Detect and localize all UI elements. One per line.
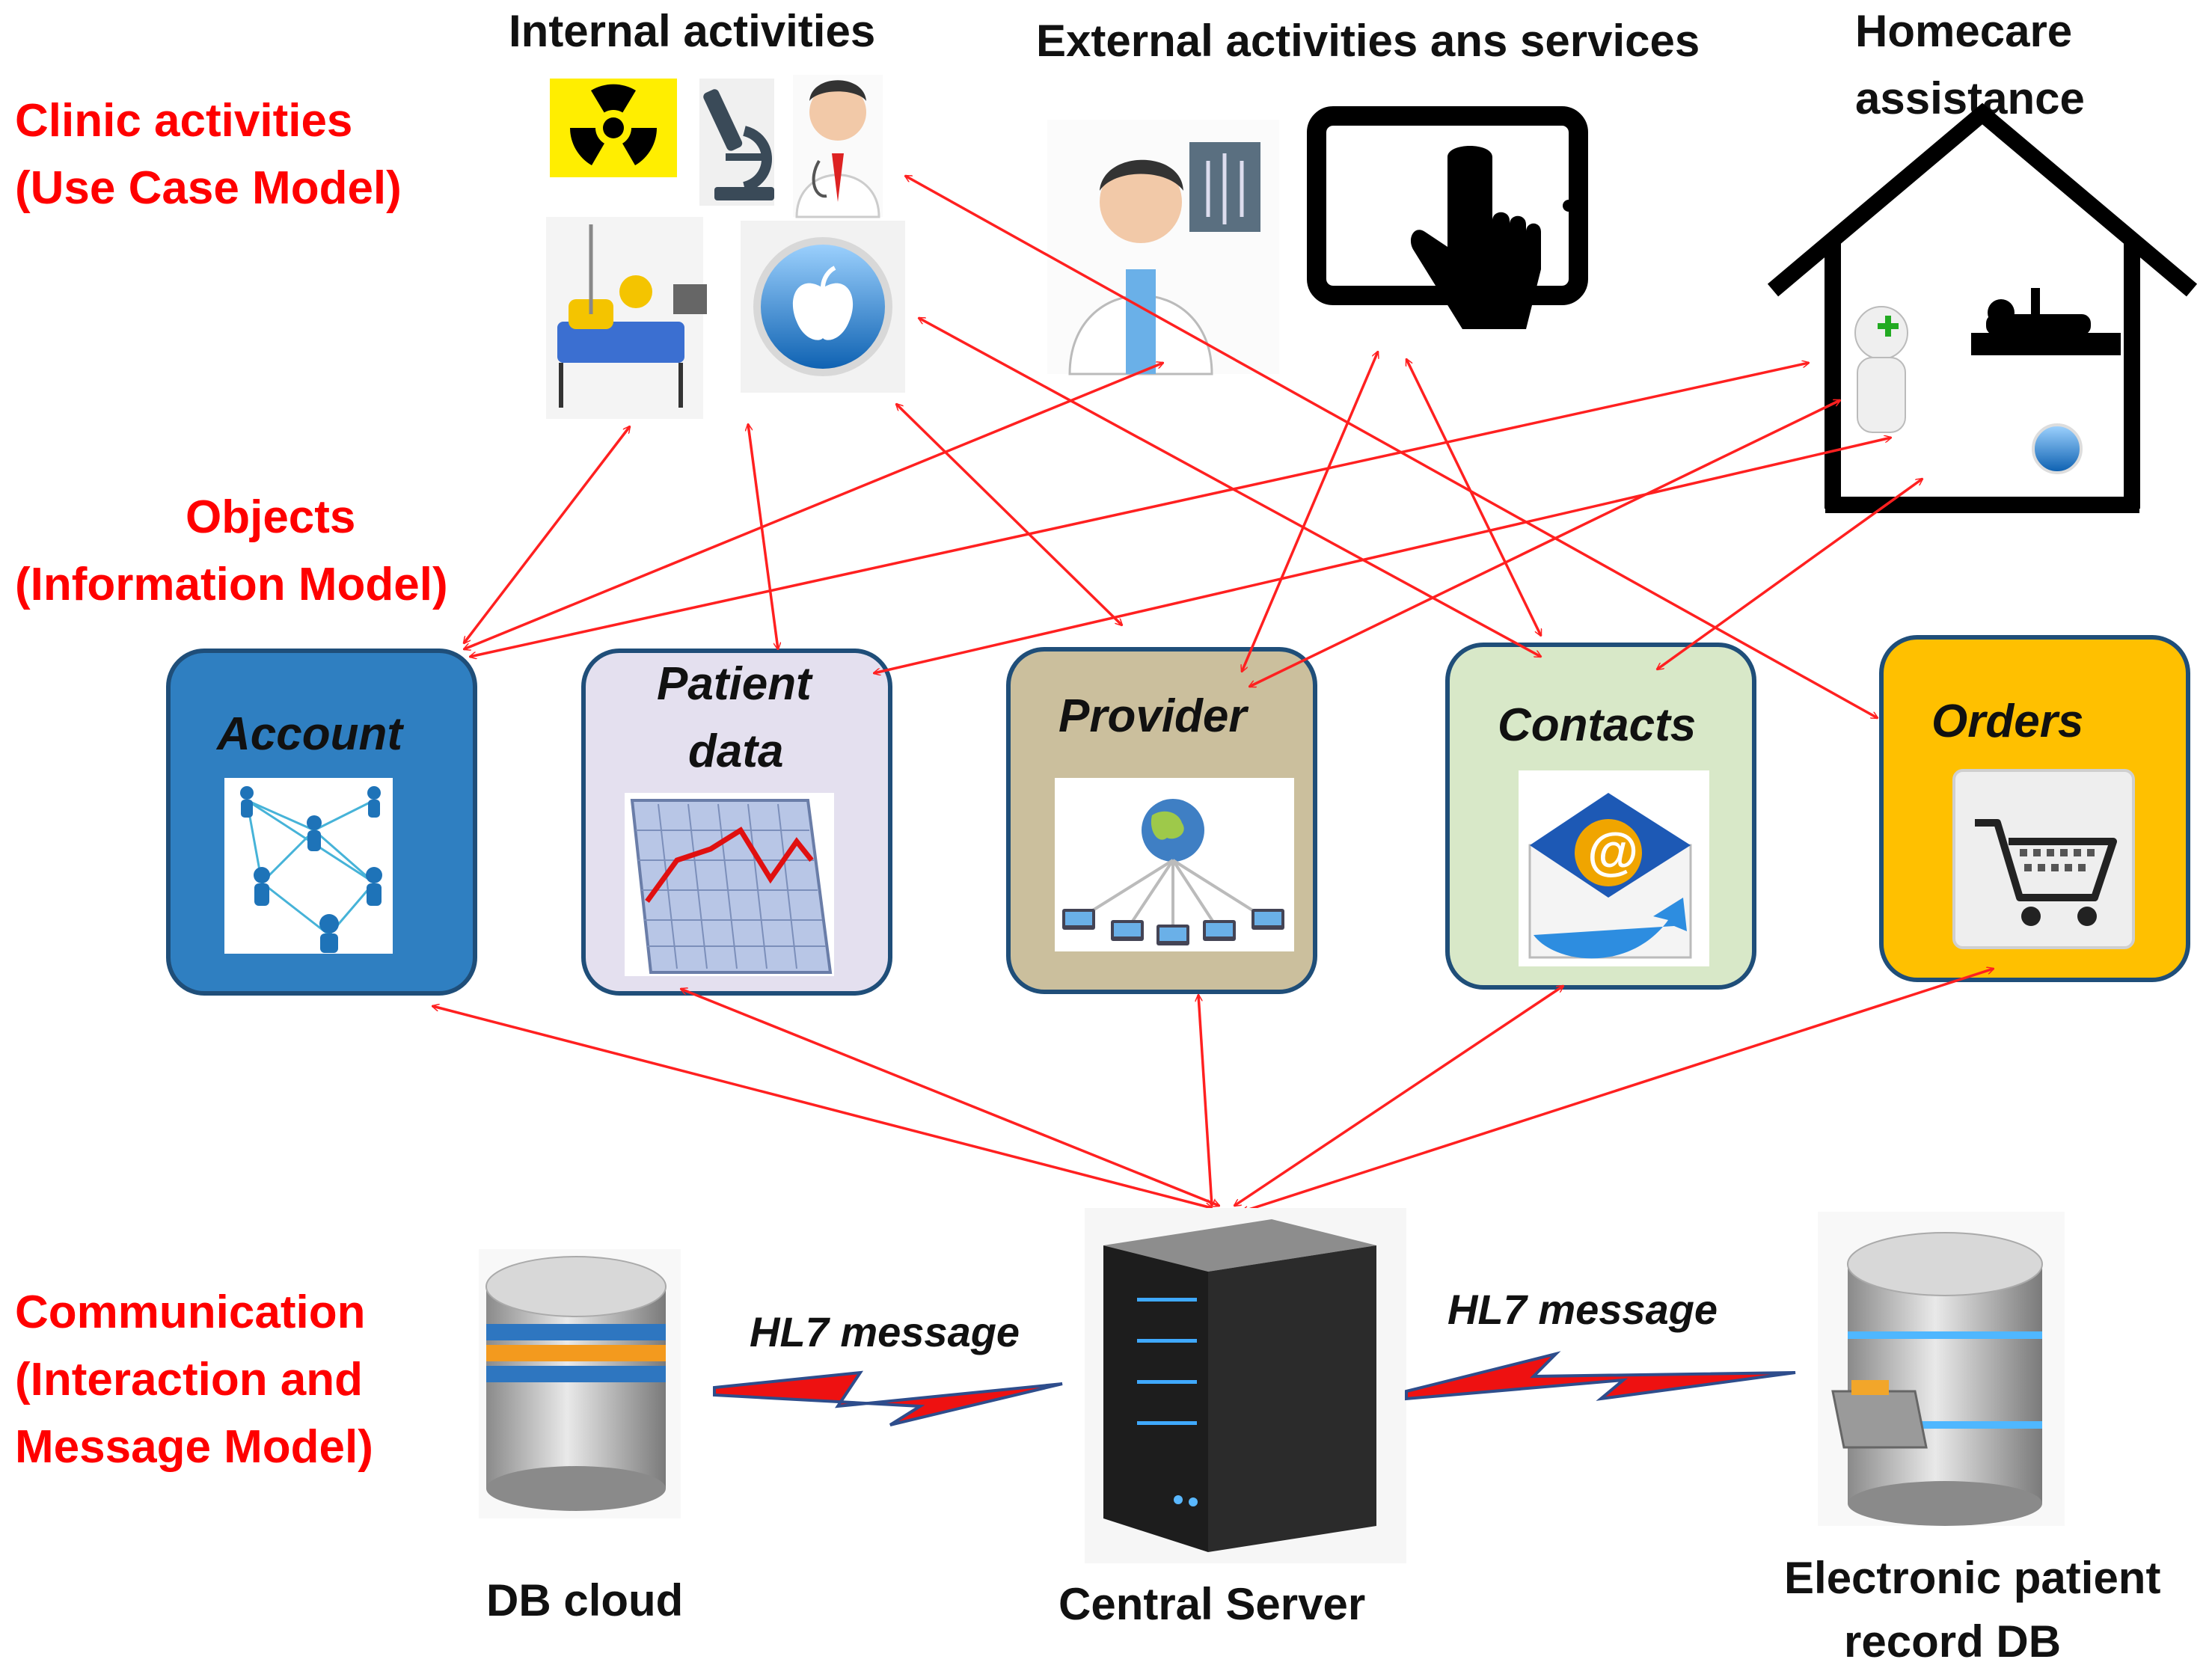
contacts-label: Contacts [1498, 699, 1696, 751]
object-box-contacts[interactable]: Contacts @ [1445, 643, 1756, 990]
object-box-account[interactable]: Account [166, 649, 477, 996]
provider-label: Provider [1058, 690, 1249, 742]
account-label: Account [215, 708, 404, 760]
central-server-icon [1085, 1208, 1406, 1563]
doctor-icon [793, 75, 883, 218]
connector-orb-provider [896, 404, 1122, 625]
network-people-icon [224, 778, 393, 954]
layer-label-communication: Communication (Interaction and Message M… [15, 1287, 373, 1473]
clinic-label-line2: (Use Case Model) [15, 162, 402, 214]
connector-homecare-patientdata [874, 438, 1891, 673]
radiation-icon [550, 79, 677, 177]
communication-label-line2: (Interaction and [15, 1354, 363, 1405]
object-box-provider[interactable]: Provider [1006, 647, 1317, 994]
ehr-label-line2: record DB [1844, 1616, 2061, 1667]
email-at-icon: @ [1519, 770, 1709, 966]
svg-text:@: @ [1587, 822, 1638, 880]
connector-homecare-provider [1249, 399, 1840, 688]
orders-label: Orders [1931, 696, 2083, 747]
communication-label-line3: Message Model) [15, 1421, 373, 1473]
patient-data-label-line2: data [688, 726, 783, 777]
patient-data-label-line1: Patient [657, 658, 813, 710]
hl7-right-bolt-icon [1405, 1351, 1796, 1401]
objects-label-line2: (Information Model) [15, 559, 448, 610]
connector-internal-patientdata [748, 424, 778, 649]
connector-account-server [432, 1006, 1212, 1208]
connector-tablet-provider [1242, 352, 1378, 672]
shopping-cart-icon [1952, 769, 2135, 949]
apple-orb-icon [741, 221, 905, 393]
connector-contacts-server [1234, 986, 1563, 1206]
connector-homecare-contacts [1657, 479, 1923, 669]
connector-orders-server [1242, 969, 1994, 1212]
hospital-bed-icon [546, 217, 707, 419]
central-server-label: Central Server [1058, 1579, 1365, 1629]
globe-network-icon [1055, 778, 1294, 951]
communication-label-line1: Communication [15, 1287, 365, 1338]
hl7-left-label: HL7 message [750, 1308, 1020, 1355]
xray-doctor-icon [1047, 120, 1279, 375]
external-activities-heading: External activities ans services [1036, 16, 1700, 66]
connector-patientdata-server [681, 989, 1219, 1206]
objects-label-line1: Objects [186, 491, 355, 543]
object-box-orders[interactable]: Orders [1879, 635, 2190, 982]
connector-bed-account [464, 426, 630, 643]
connector-group-server [432, 969, 1994, 1212]
layer-label-objects: Objects (Information Model) [15, 491, 448, 610]
db-cloud-icon [479, 1249, 681, 1518]
ehr-db-icon [1818, 1212, 2065, 1526]
db-cloud-label: DB cloud [486, 1575, 683, 1625]
chart-icon [625, 793, 834, 976]
hl7-left-bolt-icon [713, 1370, 1063, 1426]
connector-group-activities [464, 174, 1923, 720]
layer-label-clinic: Clinic activities (Use Case Model) [15, 95, 402, 214]
connector-provider-server [1198, 995, 1212, 1206]
ehr-label-line1: Electronic patient [1784, 1553, 2160, 1603]
hl7-right-label: HL7 message [1447, 1286, 1718, 1333]
microscope-icon [699, 79, 774, 206]
clinic-label-line1: Clinic activities [15, 95, 352, 147]
tablet-touch-icon [1307, 106, 1588, 329]
object-box-patient-data[interactable]: Patient data [581, 649, 892, 996]
internal-activities-heading: Internal activities [509, 6, 875, 56]
homecare-heading-line1: Homecare [1855, 6, 2072, 56]
